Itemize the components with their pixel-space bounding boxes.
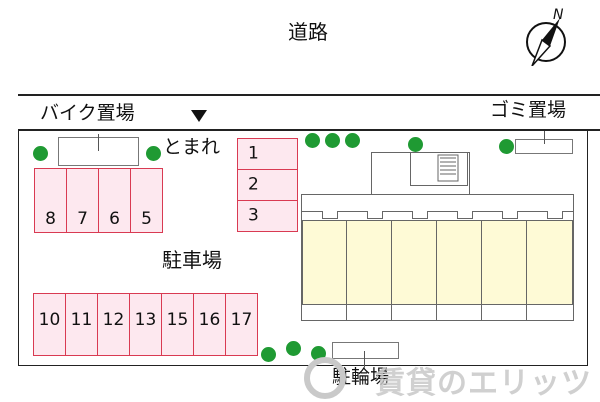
tree-icon <box>408 137 423 152</box>
tree-icon <box>499 139 514 154</box>
stop-sign-label: とまれ <box>163 136 221 158</box>
garbage-divider <box>544 131 545 144</box>
parking-space-number: 1 <box>248 143 259 164</box>
parking-space-number: 8 <box>45 209 56 229</box>
bicycle-parking-area <box>332 342 399 359</box>
road-edge-line <box>18 94 600 96</box>
parking-space-16: 16 <box>193 293 226 356</box>
balcony-divider <box>436 304 437 321</box>
bicycle-parking-divider <box>364 351 365 367</box>
parking-space-number: 6 <box>109 209 120 229</box>
garbage-area-label: ゴミ置場 <box>490 99 567 121</box>
tree-icon <box>286 341 301 356</box>
parking-space-number: 10 <box>38 310 61 330</box>
down-arrow-icon <box>191 110 207 122</box>
unit-notch <box>367 211 383 219</box>
watermark: 賃貸のエリッツ <box>303 352 600 401</box>
balcony-divider <box>481 304 482 321</box>
parking-lot-label: 駐車場 <box>162 248 222 272</box>
unit-notch <box>322 211 338 219</box>
balcony-divider <box>346 304 347 321</box>
parking-space-number: 12 <box>102 310 125 330</box>
parking-space-number: 2 <box>248 174 259 195</box>
parking-space-17: 17 <box>225 293 258 356</box>
parking-space-5: 5 <box>130 168 163 233</box>
bike-parking-label: バイク置場 <box>40 102 135 124</box>
building-top <box>301 194 574 212</box>
apartment-unit <box>302 220 347 305</box>
parking-space-number: 16 <box>198 310 221 330</box>
balcony-divider <box>391 304 392 321</box>
parking-space-13: 13 <box>129 293 162 356</box>
unit-notch <box>412 211 428 219</box>
parking-space-6: 6 <box>98 168 131 233</box>
parking-space-number: 13 <box>134 310 157 330</box>
parking-space-number: 15 <box>166 310 189 330</box>
parking-space-10: 10 <box>33 293 66 356</box>
compass-icon <box>520 6 576 67</box>
watermark-text: 賃貸のエリッツ <box>375 366 592 401</box>
parking-space-7: 7 <box>66 168 99 233</box>
apartment-unit <box>481 220 527 305</box>
unit-notch <box>502 211 518 219</box>
parking-space-number: 7 <box>77 209 88 229</box>
parking-space-8: 8 <box>34 168 67 233</box>
tree-icon <box>345 133 360 148</box>
parking-space-2: 2 <box>237 169 298 201</box>
bicycle-parking-label: 駐輪場 <box>332 366 390 388</box>
balcony-divider <box>526 304 527 321</box>
apartment-unit <box>526 220 573 305</box>
parking-space-15: 15 <box>161 293 194 356</box>
road-label: 道路 <box>288 20 328 44</box>
parking-space-number: 17 <box>230 310 253 330</box>
unit-notch <box>457 211 473 219</box>
stairs-icon <box>410 152 468 186</box>
tree-icon <box>325 133 340 148</box>
parking-space-number: 11 <box>70 310 93 330</box>
apartment-unit <box>391 220 437 305</box>
parking-space-number: 3 <box>248 205 259 226</box>
unit-notch <box>547 211 563 219</box>
parking-space-1: 1 <box>237 138 298 170</box>
compass-north-label: N <box>553 7 564 23</box>
site-boundary <box>18 130 588 366</box>
bike-parking-divider <box>98 134 99 151</box>
apartment-unit <box>436 220 482 305</box>
tree-icon <box>33 146 48 161</box>
site-top-line <box>18 129 600 131</box>
tree-icon <box>261 347 276 362</box>
parking-space-11: 11 <box>65 293 98 356</box>
balcony-row <box>301 304 574 321</box>
parking-space-12: 12 <box>97 293 130 356</box>
parking-space-3: 3 <box>237 200 298 232</box>
parking-space-number: 5 <box>141 209 152 229</box>
tree-icon <box>305 133 320 148</box>
apartment-unit <box>346 220 392 305</box>
tree-icon <box>146 146 161 161</box>
